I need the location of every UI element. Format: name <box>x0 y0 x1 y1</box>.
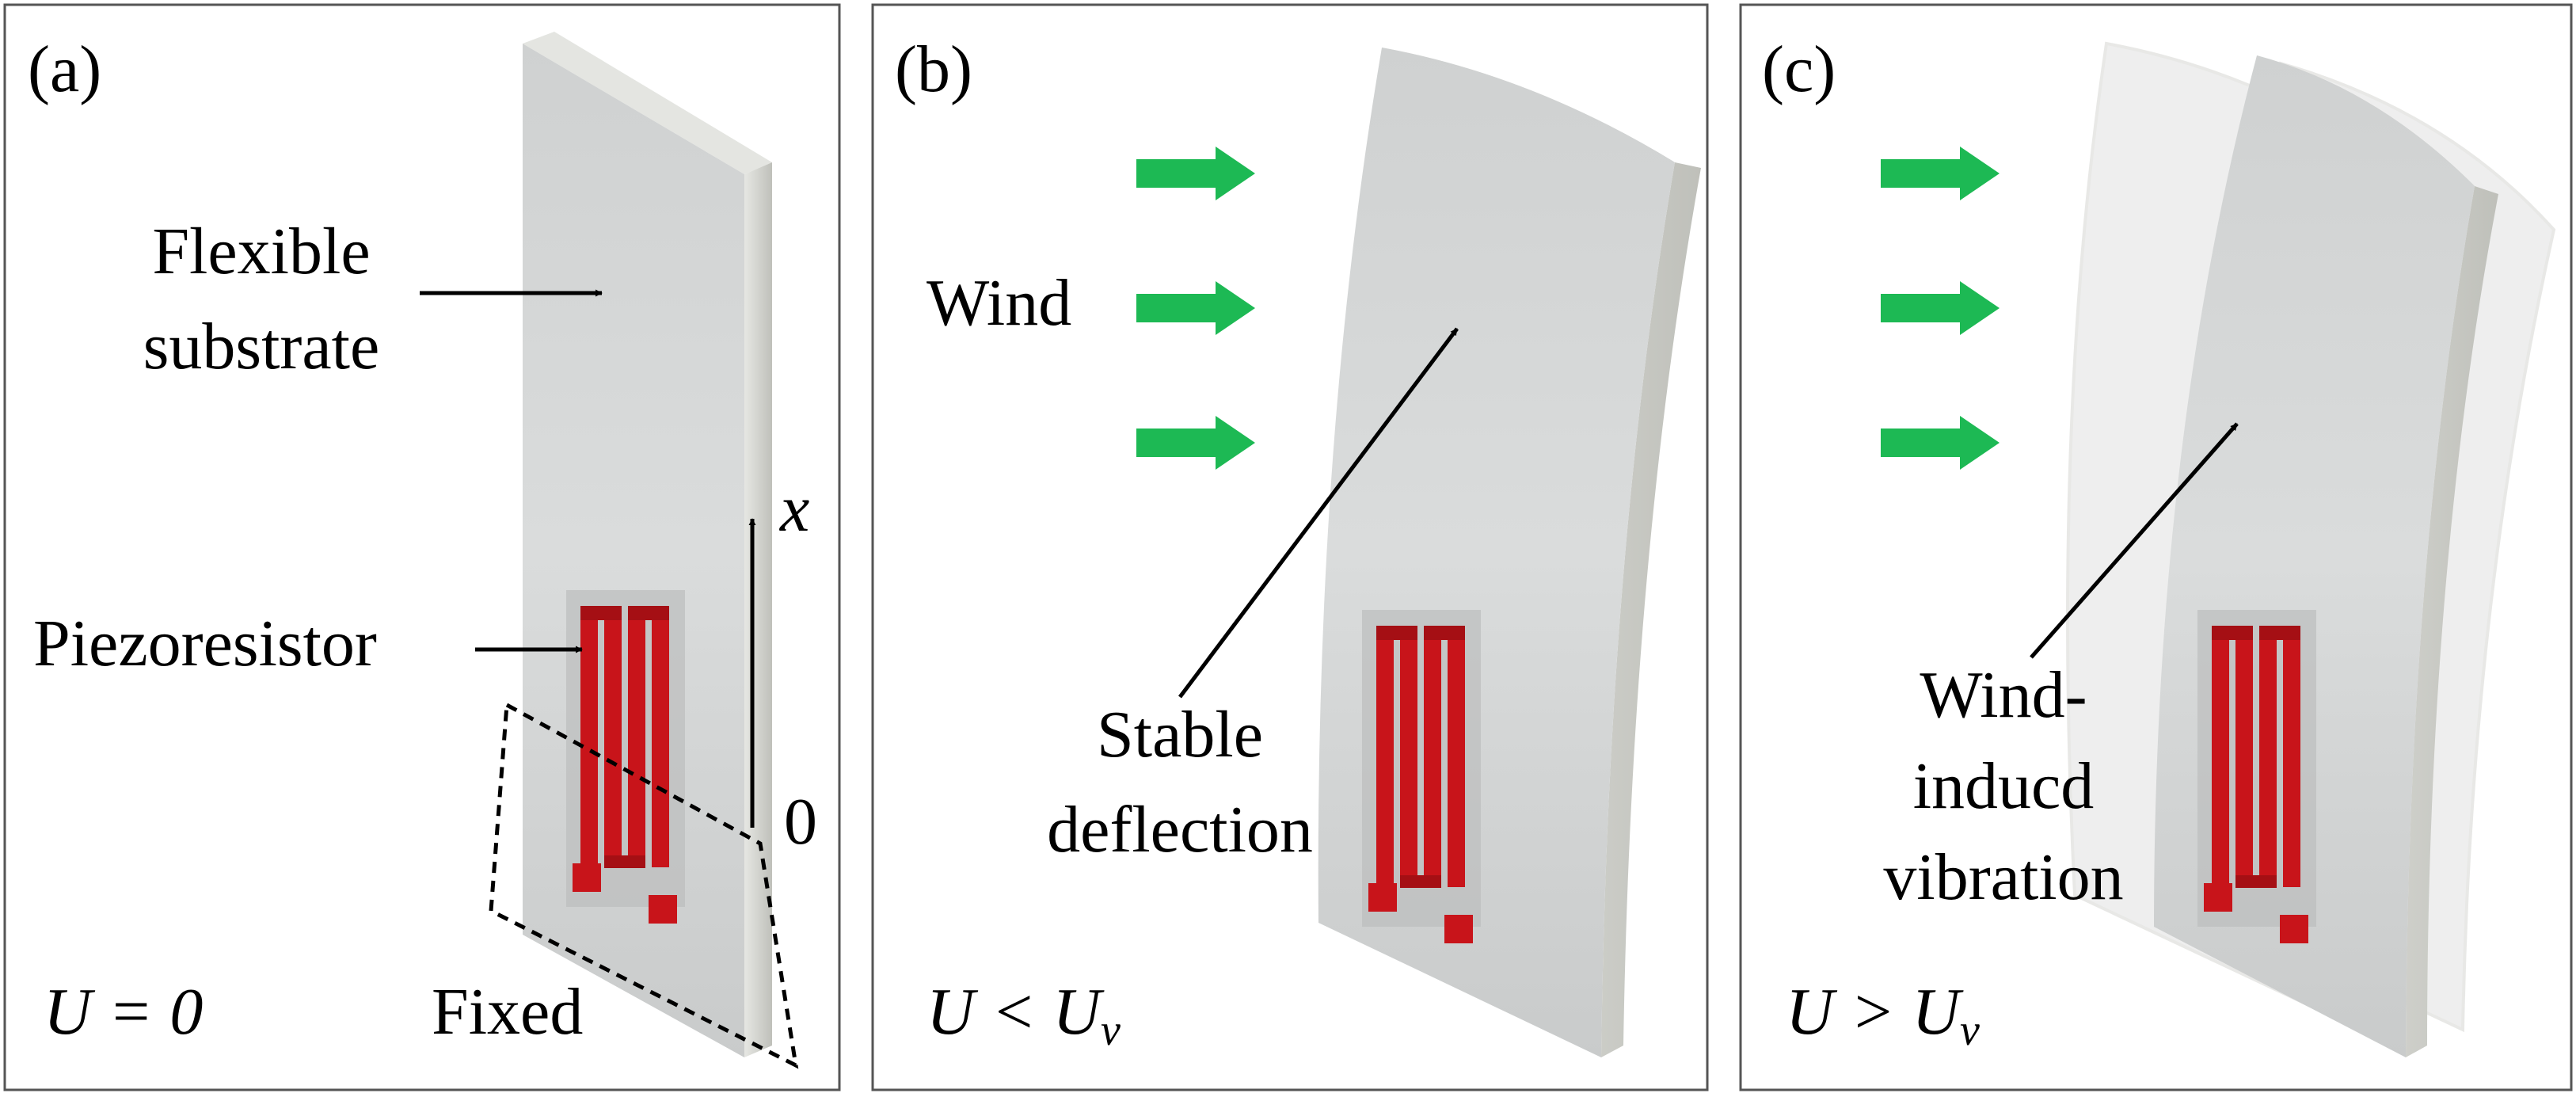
panel-a-tag: (a) <box>28 32 101 106</box>
fixed-label: Fixed <box>432 975 583 1049</box>
condition-c-lhs: U > U <box>1786 975 1964 1049</box>
panel-a: (a) Flexible substrate Piezoresistor x 0… <box>3 3 841 1091</box>
piezoresistor-label: Piezoresistor <box>33 607 377 680</box>
panel-b-tag: (b) <box>895 32 972 106</box>
deflection-pointer <box>1178 327 1459 699</box>
vibration-label-line2: inducd <box>1913 749 2095 823</box>
panel-a-condition: U = 0 <box>44 975 203 1049</box>
panel-b-condition: U < Uv <box>927 975 1121 1055</box>
piezoresistor-b <box>1362 610 1481 943</box>
substrate-label-line2: substrate <box>143 310 380 383</box>
condition-b-sub: v <box>1101 1006 1121 1055</box>
condition-b-lhs: U < U <box>927 975 1105 1049</box>
fixed-region-outline <box>489 701 799 1069</box>
panel-c-tag: (c) <box>1762 32 1836 106</box>
axis-zero-label: 0 <box>784 785 817 859</box>
panel-b: (b) Wind Stable deflection U < Uv <box>871 3 1709 1091</box>
piezoresistor-c <box>2197 610 2316 943</box>
vibration-label-line3: vibration <box>1883 840 2123 914</box>
vibration-label-line1: Wind- <box>1920 658 2087 732</box>
condition-c-sub: v <box>1960 1006 1980 1055</box>
deflection-label-line1: Stable <box>1097 698 1263 771</box>
substrate-label-line1: Flexible <box>152 215 370 288</box>
panel-c: (c) Wind- inducd vibration U > Uv <box>1739 3 2573 1091</box>
panel-c-condition: U > Uv <box>1786 975 1980 1055</box>
axis-x-label: x <box>778 472 809 546</box>
vibration-pointer <box>2030 422 2239 659</box>
wind-label: Wind <box>927 266 1071 340</box>
piezoresistor <box>566 590 685 924</box>
deflection-label-line2: deflection <box>1047 793 1313 867</box>
